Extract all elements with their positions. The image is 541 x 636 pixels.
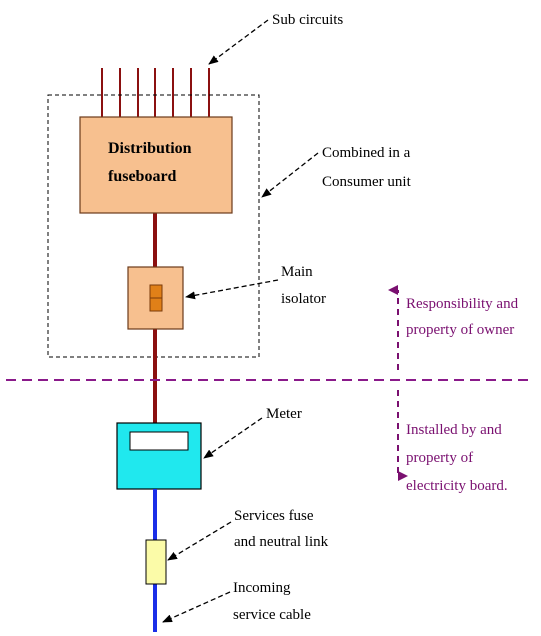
board-zone-line1: Installed by and — [406, 422, 502, 438]
sub-circuits-leader — [208, 19, 269, 65]
services-fuse-label-line2: and neutral link — [234, 534, 329, 550]
services-fuse — [145, 539, 167, 585]
owner-zone-line1: Responsibility and — [406, 296, 519, 312]
main-isolator-leader — [185, 279, 279, 300]
distribution-fuseboard — [79, 116, 233, 214]
meter-leader — [203, 417, 263, 459]
consumer-unit-label-line1: Combined in a — [322, 145, 411, 161]
incoming-cable-leader — [162, 591, 231, 623]
main-isolator-label-line2: isolator — [281, 291, 326, 307]
incoming-cable-label-line1: Incoming — [233, 580, 291, 596]
meter-display — [129, 431, 189, 451]
incoming-cable-label-line2: service cable — [233, 607, 311, 623]
services-fuse-label-line1: Services fuse — [234, 508, 314, 524]
board-zone-line3: electricity board. — [406, 478, 508, 494]
leader-arrows — [162, 19, 319, 623]
fuseboard-label-line2: fuseboard — [108, 168, 177, 185]
services-fuse-leader — [167, 521, 232, 561]
meter-label: Meter — [266, 406, 302, 422]
consumer-unit-label-line2: Consumer unit — [322, 174, 412, 190]
sub-circuit-wires — [101, 68, 210, 118]
consumer-unit-leader — [261, 152, 319, 198]
board-zone-line2: property of — [406, 450, 473, 466]
consumer-unit-boundary — [47, 94, 260, 358]
fuseboard-label-line1: Distribution — [108, 140, 192, 157]
sub-circuits-label: Sub circuits — [272, 12, 343, 28]
owner-zone-line2: property of owner — [406, 322, 514, 338]
main-isolator-label-line1: Main — [281, 264, 313, 280]
